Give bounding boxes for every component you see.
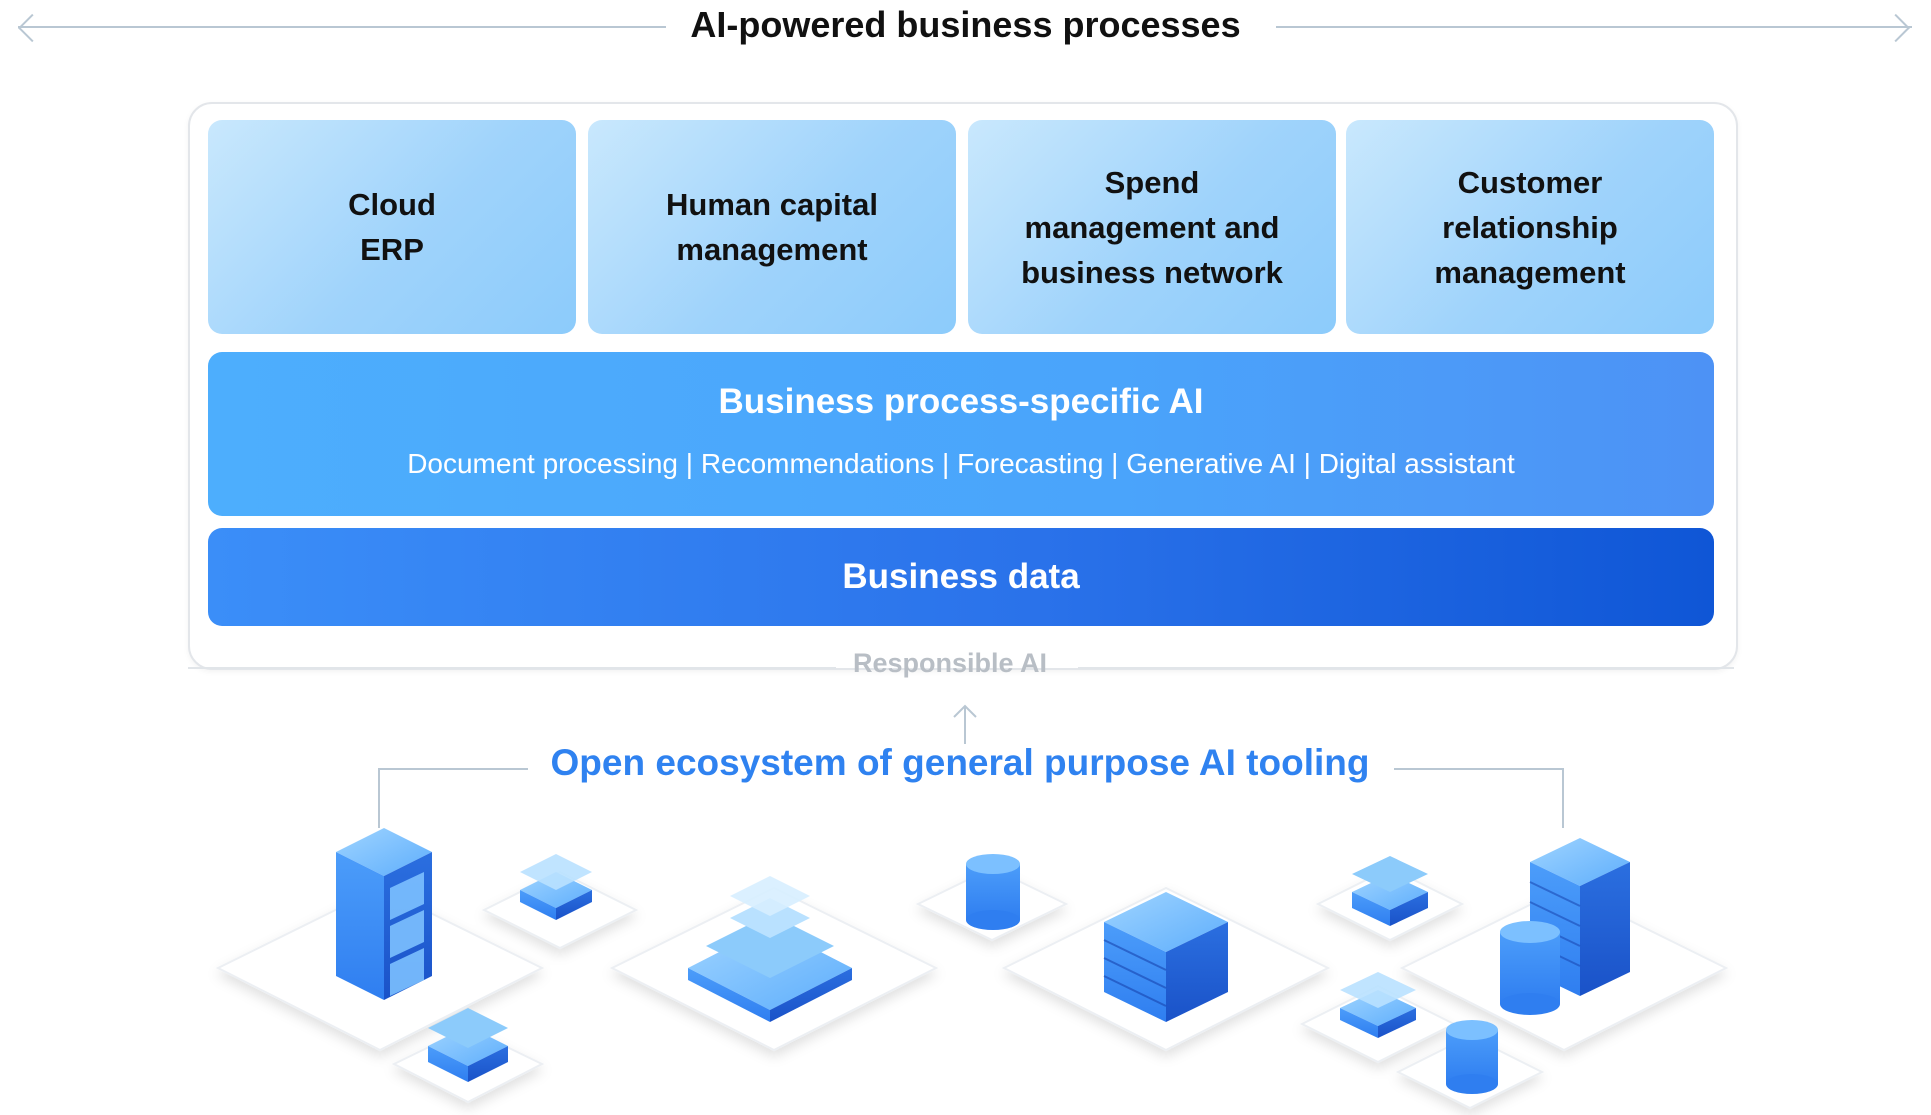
area-label: Customer relationship management xyxy=(1434,164,1626,290)
page-title: AI-powered business processes xyxy=(0,0,1931,50)
pyramid-stack-icon xyxy=(688,876,852,1022)
ecosystem-bracket-right xyxy=(1394,768,1564,770)
data-cube-icon xyxy=(1103,892,1228,1022)
responsible-divider-left xyxy=(188,667,836,669)
header-arrow-right-line xyxy=(1276,26,1912,28)
ecosystem-bracket-left-drop xyxy=(378,768,380,828)
area-label: Spend management and business network xyxy=(1021,164,1283,290)
database-cylinder-icon xyxy=(966,854,1020,930)
layer-stack-icon xyxy=(1352,856,1428,926)
layer-stack-icon xyxy=(428,1008,508,1082)
ecosystem-bracket-right-drop xyxy=(1562,768,1564,828)
layer-stack-icon xyxy=(520,854,592,920)
server-rack-icon xyxy=(336,828,432,1000)
responsible-ai-label: Responsible AI xyxy=(852,648,1048,678)
responsible-divider-right xyxy=(1078,667,1734,669)
area-tile-spend-management: Spend management and business network xyxy=(968,120,1336,334)
area-label: Cloud ERP xyxy=(348,187,436,267)
ai-tooling-illustration xyxy=(215,828,1729,1110)
ecosystem-bracket-left xyxy=(378,768,528,770)
layer-stack-icon xyxy=(1340,972,1416,1038)
data-layer-band: Business data xyxy=(208,528,1714,626)
arrow-up-icon xyxy=(953,704,977,744)
area-tile-cloud-erp: Cloud ERP xyxy=(208,120,576,334)
area-tile-human-capital: Human capital management xyxy=(588,120,956,334)
ai-layer-band: Business process-specific AI Document pr… xyxy=(208,352,1714,516)
ai-layer-title: Business process-specific AI xyxy=(718,382,1204,421)
area-tile-customer-relationship: Customer relationship management xyxy=(1346,120,1714,334)
database-cylinder-icon xyxy=(1500,921,1560,1015)
area-label: Human capital management xyxy=(666,187,878,267)
header-arrow-left-line xyxy=(18,26,668,28)
ecosystem-title: Open ecosystem of general purpose AI too… xyxy=(550,742,1370,783)
database-cylinder-icon xyxy=(1446,1020,1498,1094)
ai-layer-capabilities: Document processing | Recommendations | … xyxy=(407,448,1515,479)
